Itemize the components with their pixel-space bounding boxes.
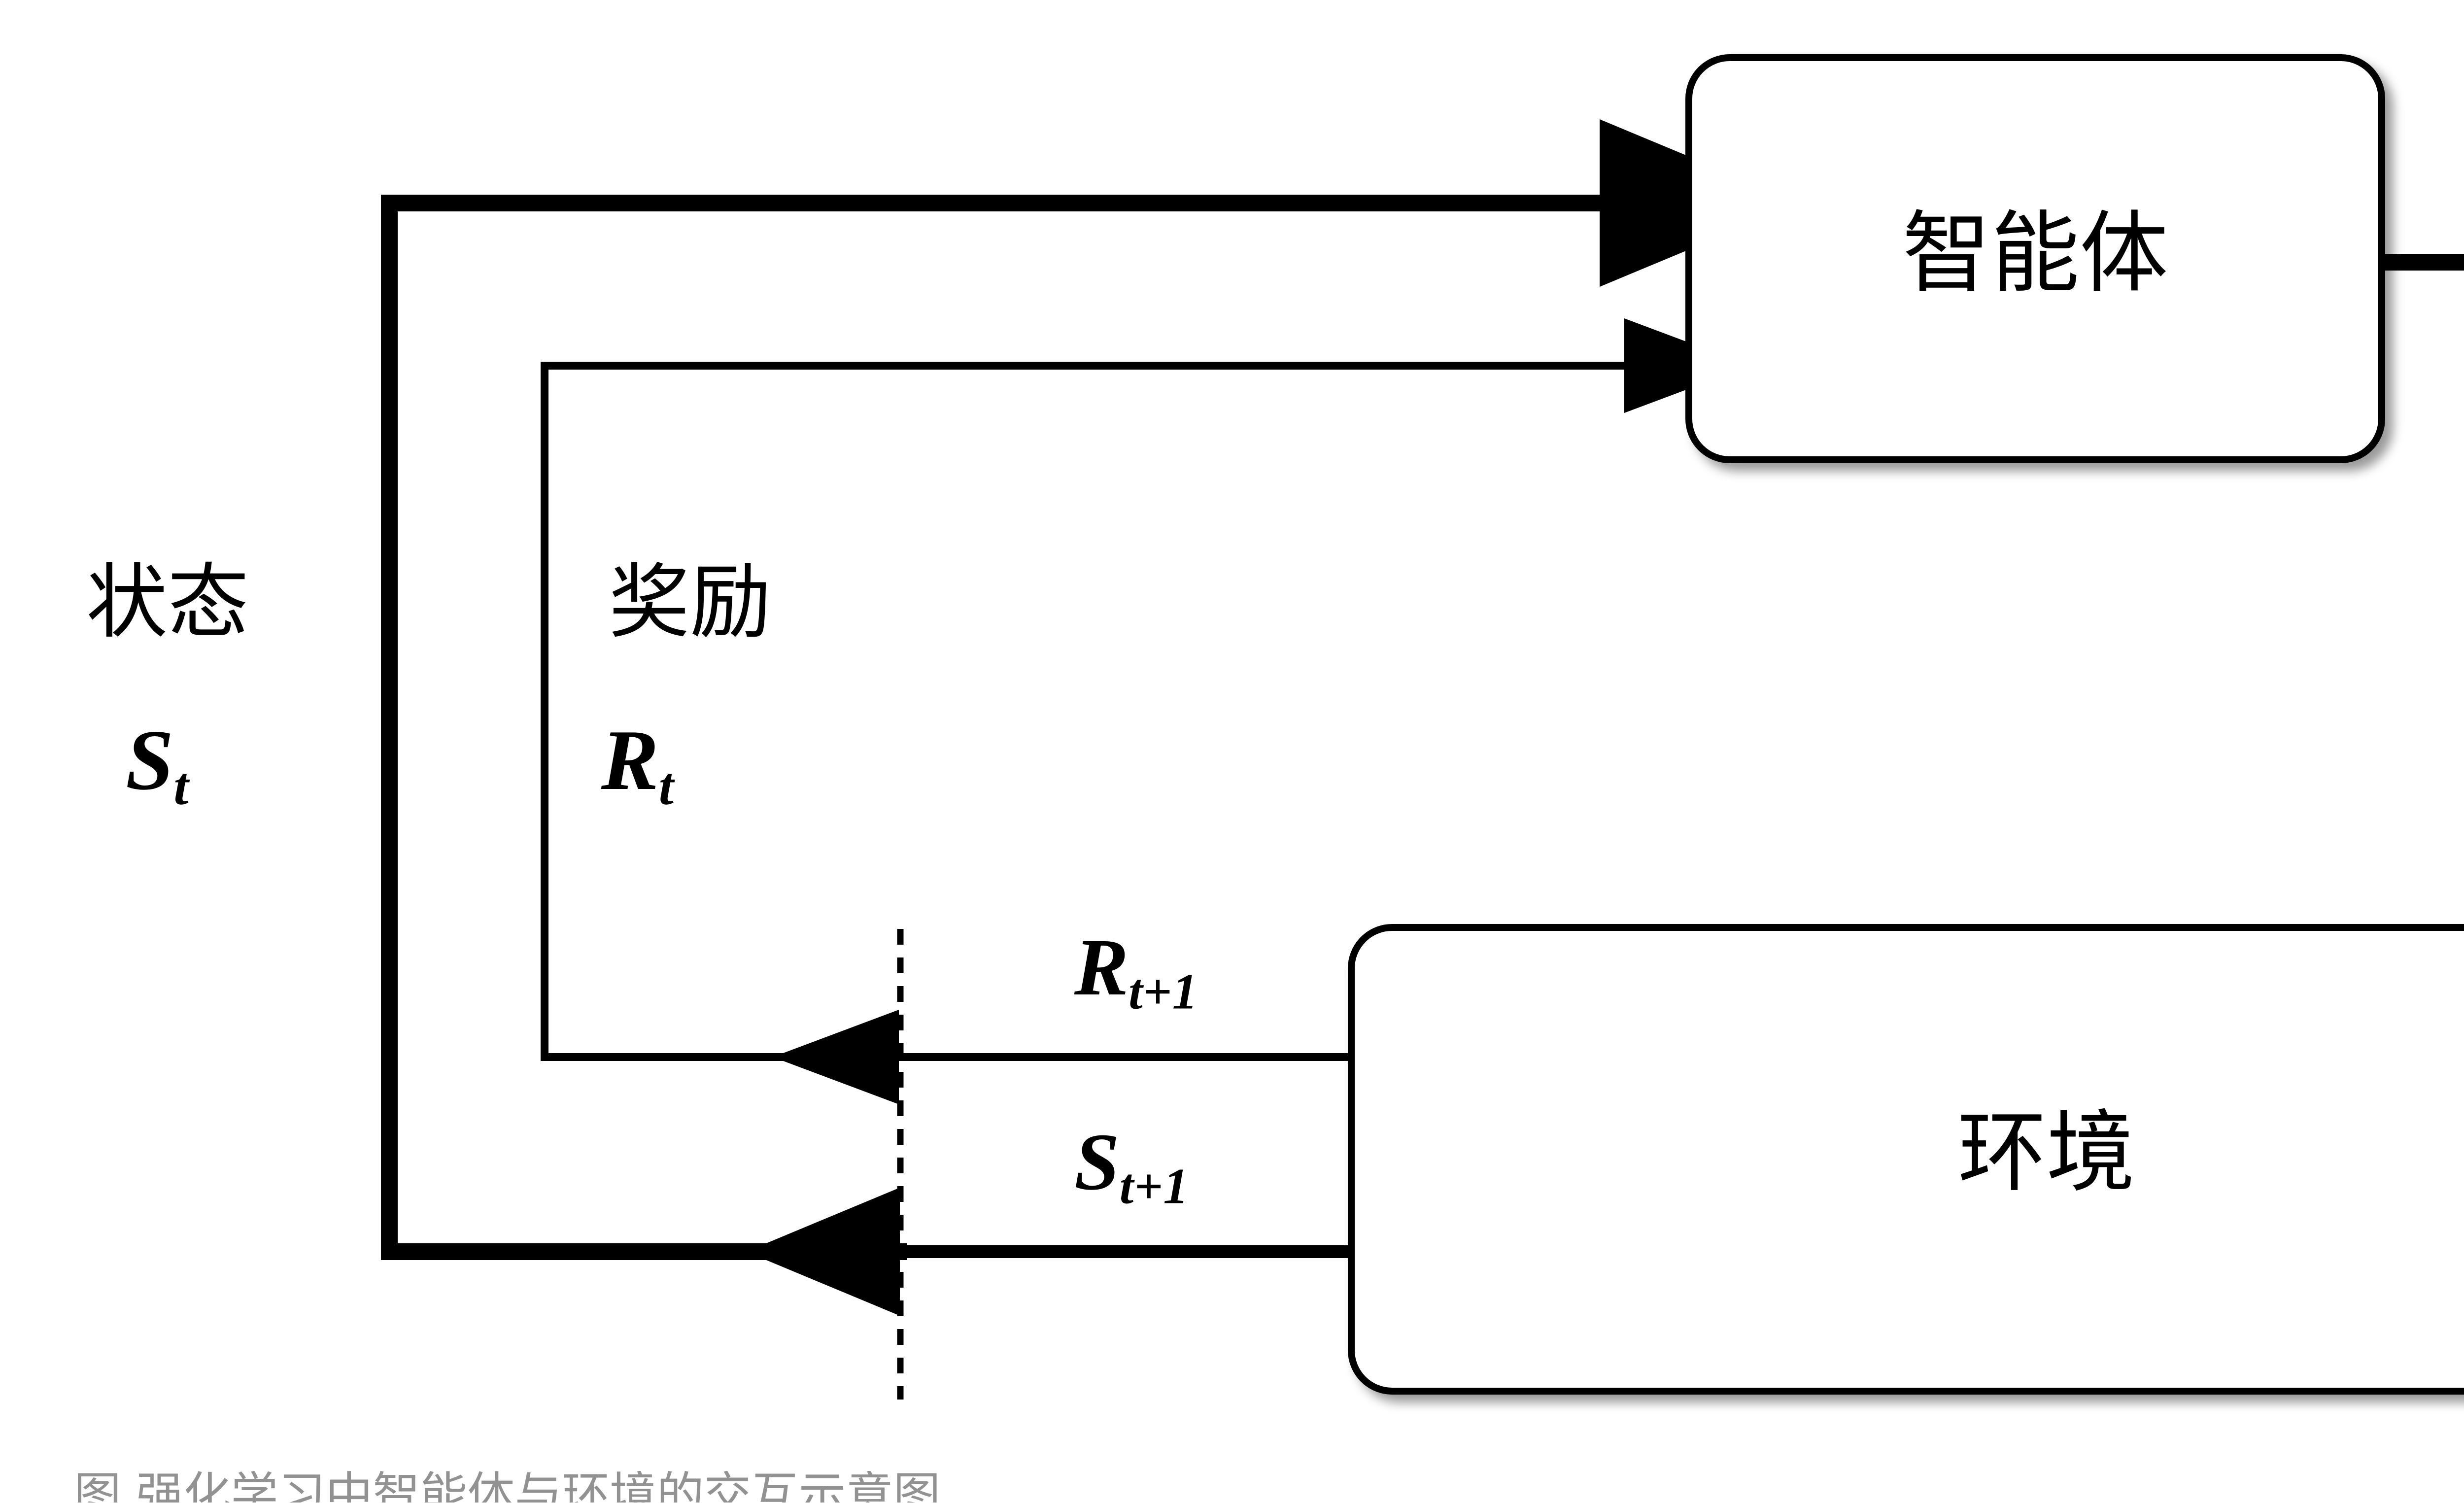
label-state-symbol: St: [126, 717, 189, 813]
label-reward-symbol: Rt: [601, 717, 674, 813]
figure-caption-text: 图 强化学习中智能体与环境的交互示意图: [74, 1471, 941, 1503]
edge-state-to-agent: [381, 119, 1801, 1260]
label-state-symbol-letter: S: [126, 712, 174, 808]
label-state-symbol-subscript: t: [173, 756, 189, 816]
label-state-cn: 状态: [86, 555, 249, 649]
node-agent-label: 智能体: [1902, 202, 2168, 305]
label-next-state-letter: S: [1074, 1117, 1120, 1207]
node-environment[interactable]: [1348, 924, 2464, 1395]
figure-caption: 图 强化学习中智能体与环境的交互示意图: [74, 1471, 1774, 1503]
label-reward-cn: 奖励: [609, 555, 771, 649]
edge-reward-to-agent: [541, 318, 1750, 1061]
label-reward-symbol-subscript: t: [658, 756, 674, 816]
label-reward-symbol-letter: R: [601, 712, 659, 808]
label-next-reward-letter: R: [1074, 922, 1129, 1012]
label-next-reward-symbol: Rt+1: [1074, 926, 1198, 1018]
label-next-state-symbol: St+1: [1074, 1121, 1189, 1212]
node-environment-label: 环境: [1957, 1101, 2135, 1204]
node-agent[interactable]: [1685, 54, 2385, 463]
label-next-reward-subscript: t+1: [1129, 964, 1198, 1020]
label-next-state-subscript: t+1: [1119, 1159, 1189, 1215]
